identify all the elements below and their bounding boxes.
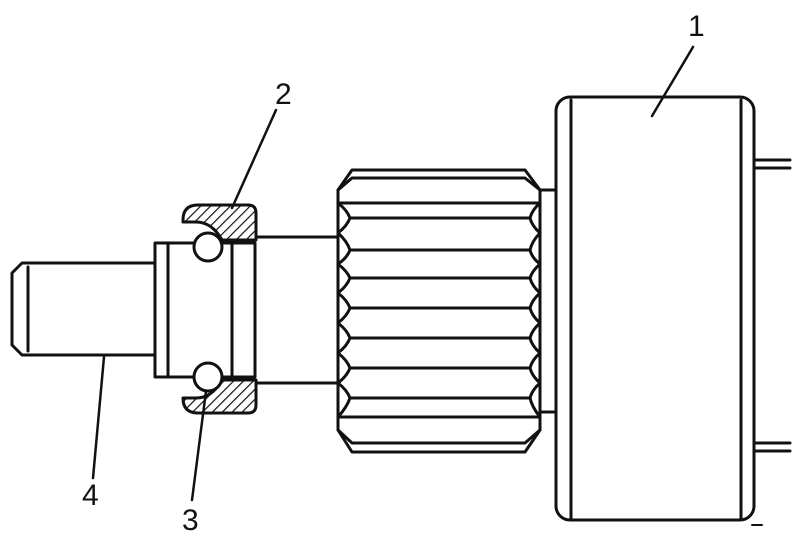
bearing-balls [192, 231, 224, 393]
leader-line-2 [230, 108, 278, 210]
leader-line-4 [91, 355, 106, 480]
pinion-gear [336, 168, 542, 454]
callout-label-2: 2 [275, 78, 292, 111]
bearing-inner-race [153, 241, 257, 379]
leader-line-1 [650, 45, 695, 118]
callout-label-3: 3 [182, 504, 199, 537]
bearing-outer-ring [181, 203, 258, 415]
callout-label-4: 4 [82, 479, 99, 512]
armature-shaft [10, 235, 340, 385]
leader-line-3 [190, 389, 208, 502]
callout-label-1: 1 [688, 10, 705, 43]
leader-lines [91, 45, 695, 502]
clutch-housing [531, 95, 792, 522]
